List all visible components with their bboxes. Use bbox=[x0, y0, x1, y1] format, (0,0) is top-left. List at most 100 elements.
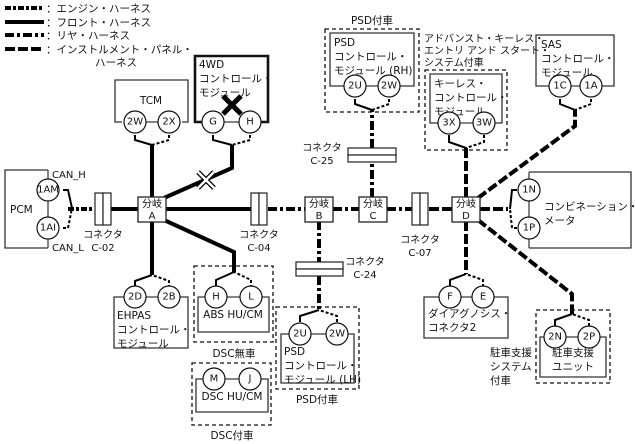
pin-1am-label: 1AM bbox=[37, 185, 59, 196]
4wd-pin-g: G bbox=[209, 117, 217, 128]
ehpas-label-3: モジュール bbox=[117, 338, 169, 350]
diag-pin-f: F bbox=[447, 292, 453, 303]
abs-option-label: DSC無車 bbox=[212, 347, 255, 360]
dsc-pin-m: M bbox=[210, 374, 219, 385]
wire-a-4wd bbox=[163, 145, 234, 200]
tcm-label: TCM bbox=[139, 95, 162, 107]
legend-rear-label: ：リヤ・ハーネス bbox=[46, 30, 130, 42]
psd-rh-label-1: PSD bbox=[334, 37, 355, 49]
park-pin-2p: 2P bbox=[583, 332, 595, 343]
psd-lh-label-2: コントロール・ bbox=[284, 360, 358, 372]
pin-1am bbox=[36, 178, 60, 202]
sas-module: SAS コントロール・ モジュール 1C 1A bbox=[535, 34, 615, 98]
pin-1ai-label: 1AI bbox=[40, 223, 56, 234]
psd-rh-label-3: モジュール (RH) bbox=[334, 65, 413, 77]
diag-stub-f bbox=[449, 273, 467, 287]
pcm-can-l-label: CAN_L bbox=[52, 243, 84, 254]
legend-instrument-label: ：インストルメント・パネル・ bbox=[46, 44, 193, 56]
c07-code: C-07 bbox=[408, 248, 431, 259]
diagnosis-connector-module: ダイアグノシス・ コネクタ2 F E bbox=[423, 285, 511, 339]
cut-wire-x-icon bbox=[196, 170, 216, 190]
abs-option-frame bbox=[193, 265, 274, 343]
ehpas-label-2: コントロール・ bbox=[117, 324, 191, 336]
sas-pin-1a: 1A bbox=[584, 81, 597, 92]
diag-label-2: コネクタ2 bbox=[428, 322, 476, 334]
4wd-stub-g bbox=[212, 135, 233, 146]
dsc-module: DSC HU/CM M J DSC付車 bbox=[191, 362, 272, 442]
parking-assist-module: 駐車支援 システム 付車 駐車支援 ユニット 2N 2P bbox=[490, 309, 611, 387]
psd-lh-option-label: PSD付車 bbox=[296, 393, 338, 406]
tcm-stub-2w bbox=[134, 135, 153, 146]
park-option-1: 駐車支援 bbox=[490, 346, 532, 359]
combi-stub-1n bbox=[509, 189, 517, 210]
4wd-label-2: コントロール・ bbox=[199, 73, 273, 85]
diag-stub-e bbox=[465, 273, 484, 287]
c25-code: C-25 bbox=[310, 156, 333, 167]
park-label-2: ユニット bbox=[552, 361, 594, 373]
keyless-label-1: キーレス・ bbox=[434, 78, 487, 90]
abs-module: ABS HU/CM H L DSC無車 bbox=[193, 265, 274, 360]
abs-pin-h: H bbox=[212, 292, 220, 303]
branch-a: 分岐 A bbox=[137, 196, 167, 223]
wire-d-sas bbox=[476, 110, 577, 200]
combi-pin-1p: 1P bbox=[523, 223, 535, 234]
c24-label: コネクタ bbox=[345, 256, 385, 268]
c02-code: C-02 bbox=[91, 243, 114, 254]
keyless-pin-3x: 3X bbox=[442, 118, 455, 129]
keyless-option-2: エントリ アンド スタート・ bbox=[424, 45, 550, 57]
pcm-can-h-stub bbox=[63, 189, 73, 209]
psdlh-stub-2u bbox=[299, 309, 320, 322]
c04-code: C-04 bbox=[247, 243, 270, 254]
pcm-can-l-stub bbox=[63, 207, 73, 229]
ehpas-pin-2b: 2B bbox=[162, 292, 175, 303]
tcm-pin-2x: 2X bbox=[162, 117, 175, 128]
combination-meter-module: コンビネーション・ メータ 1N 1P bbox=[517, 171, 635, 249]
sas-label-3: モジュール bbox=[541, 67, 593, 79]
branch-b-label: 分岐 bbox=[309, 197, 329, 210]
connector-c25: コネクタ C-25 bbox=[302, 142, 397, 167]
keyless-option-1: アドバンスト・キーレス・ bbox=[424, 33, 544, 45]
connector-c24: コネクタ C-24 bbox=[295, 256, 385, 281]
keyless-option-3: システム付車 bbox=[424, 56, 484, 69]
4wd-module: 4WD コントロール・ モジュール G H bbox=[193, 54, 273, 134]
park-label-1: 駐車支援 bbox=[552, 346, 594, 359]
keyless-label-2: コントロール・ bbox=[434, 92, 508, 104]
c25-label: コネクタ bbox=[302, 142, 342, 154]
psd-rh-option-label: PSD付車 bbox=[351, 14, 393, 27]
keyless-pin-3w: 3W bbox=[476, 118, 492, 129]
abs-pin-l: L bbox=[248, 292, 254, 303]
branch-c-letter: C bbox=[370, 211, 377, 222]
branch-b-letter: B bbox=[316, 211, 323, 222]
park-option-frame bbox=[535, 309, 611, 384]
abs-label: ABS HU/CM bbox=[203, 309, 263, 321]
pcm-label: PCM bbox=[10, 204, 33, 216]
c24-code: C-24 bbox=[353, 270, 376, 281]
ehpas-label-1: EHPAS bbox=[117, 310, 151, 322]
psdrh-stub-2w bbox=[371, 99, 390, 111]
psd-rh-module: PSD付車 PSD コントロール・ モジュール (RH) 2U 2W bbox=[324, 14, 420, 113]
connector-c04: コネクタ C-04 bbox=[239, 192, 279, 254]
psdrh-stub-2u bbox=[354, 99, 373, 111]
legend-front-label: ：フロント・ハーネス bbox=[46, 17, 151, 29]
c04-label: コネクタ bbox=[239, 229, 279, 241]
sas-label-1: SAS bbox=[541, 39, 562, 51]
pin-1ai bbox=[36, 216, 60, 240]
sas-pin-1c: 1C bbox=[553, 81, 566, 92]
keyless-stub-3w bbox=[465, 135, 485, 149]
tcm-pin-2w: 2W bbox=[127, 117, 143, 128]
branch-d: 分岐 D bbox=[451, 196, 481, 223]
park-pin-2n: 2N bbox=[548, 332, 562, 343]
4wd-pin-h: H bbox=[246, 117, 254, 128]
abs-stub-l bbox=[233, 271, 252, 288]
sas-stub-1a bbox=[574, 99, 592, 111]
ehpas-pin-2d: 2D bbox=[128, 292, 142, 303]
tcm-module: TCM 2W 2X bbox=[114, 79, 189, 134]
4wd-label-1: 4WD bbox=[199, 59, 224, 71]
park-option-3: 付車 bbox=[490, 374, 511, 387]
park-option-2: システム bbox=[490, 361, 532, 373]
branch-d-label: 分岐 bbox=[456, 197, 476, 210]
psd-lh-label-3: モジュール (LH) bbox=[284, 374, 361, 386]
park-stub-2n bbox=[554, 313, 573, 326]
combi-label-1: コンビネーション・ bbox=[544, 201, 635, 213]
